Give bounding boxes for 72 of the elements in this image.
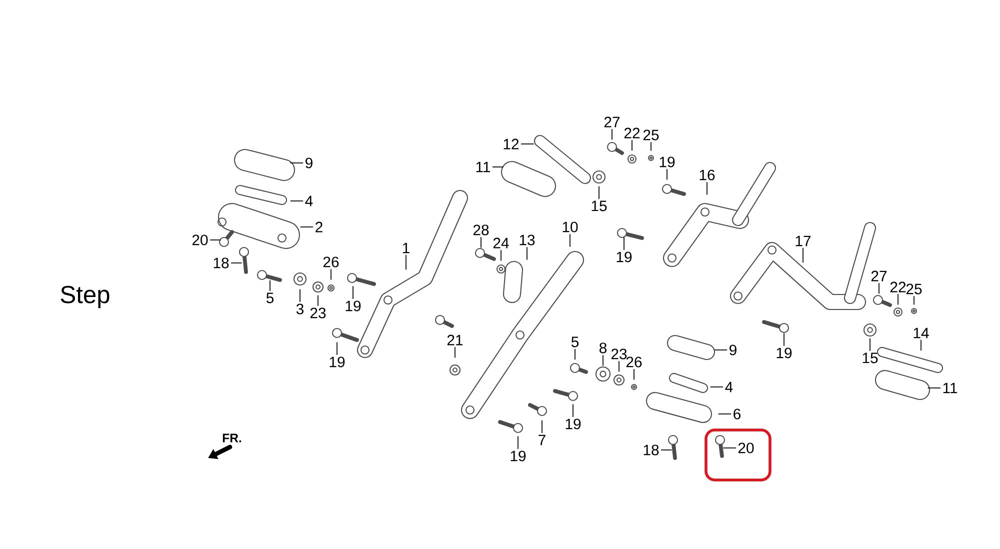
leader-line <box>574 348 576 360</box>
leader-line <box>230 262 242 264</box>
callout-number: 26 <box>626 356 642 368</box>
callout-number: 20 <box>738 442 754 454</box>
leader-line <box>526 246 528 260</box>
leader-line <box>572 404 574 418</box>
callout-number: 20 <box>192 234 208 246</box>
leader-line <box>480 236 482 248</box>
callout-number: 14 <box>914 328 929 338</box>
callout-number: 19 <box>346 300 361 312</box>
callout-number: 19 <box>616 252 632 262</box>
callout-number: 25 <box>906 284 922 294</box>
callout-number: 26 <box>323 256 339 268</box>
callout-number: 11 <box>943 382 958 394</box>
callout-number: 3 <box>296 304 304 314</box>
leader-line <box>500 250 502 261</box>
leader-line <box>618 360 620 372</box>
callout-number: 19 <box>330 356 345 368</box>
callout-number: 25 <box>643 130 659 140</box>
callout-number: 12 <box>504 138 519 150</box>
callout-number: 4 <box>725 382 733 392</box>
callout-number: 9 <box>730 344 736 356</box>
leader-line <box>710 386 724 388</box>
callout-number: 19 <box>510 450 526 462</box>
leader-line <box>492 166 504 168</box>
leader-line <box>330 268 332 280</box>
leader-line <box>454 346 456 358</box>
callout-number: 18 <box>644 444 659 456</box>
callout-number: 17 <box>796 236 811 246</box>
callout-number: 15 <box>592 200 607 212</box>
leader-line <box>802 248 804 263</box>
callout-number: 1 <box>402 242 410 254</box>
leader-line <box>650 142 652 151</box>
leader-line <box>666 168 668 180</box>
callout-number: 19 <box>660 156 675 168</box>
callout-number: 24 <box>493 238 509 248</box>
callout-number: 6 <box>734 408 741 420</box>
callout-number: 10 <box>562 222 578 232</box>
callout-number: 5 <box>571 336 579 348</box>
leader-line <box>706 182 708 195</box>
callout-number: 9 <box>306 158 312 168</box>
callout-number: 8 <box>600 342 607 354</box>
callout-number: 23 <box>611 348 627 360</box>
leader-line <box>336 342 338 356</box>
callout-number: 4 <box>305 196 313 206</box>
callout-number: 19 <box>776 348 792 358</box>
callout-number: 22 <box>624 128 640 138</box>
leader-line <box>602 354 604 366</box>
callout-number: 15 <box>862 352 878 364</box>
callout-number: 28 <box>473 224 489 236</box>
callout-number: 27 <box>604 116 620 128</box>
callout-number: 27 <box>871 270 887 282</box>
leader-line <box>290 162 304 164</box>
callout-number: 21 <box>447 334 463 346</box>
leader-line <box>290 200 304 202</box>
callout-number: 7 <box>538 434 546 446</box>
callout-number: 23 <box>310 308 326 318</box>
callout-number: 19 <box>566 418 581 430</box>
callout-number: 5 <box>266 292 274 304</box>
callout-number: 18 <box>214 258 229 268</box>
leader-line <box>300 226 314 228</box>
callout-number: 2 <box>316 222 322 232</box>
leader-line <box>878 282 880 294</box>
direction-label: FR. <box>222 434 242 442</box>
callout-number: 11 <box>476 162 490 172</box>
title-label: Step <box>60 286 110 308</box>
leader-line <box>920 340 922 351</box>
callout-number: 13 <box>520 234 535 246</box>
callout-number: 22 <box>890 282 906 292</box>
callout-number: 16 <box>700 170 715 180</box>
leader-line <box>352 286 354 300</box>
leader-line <box>598 186 600 200</box>
